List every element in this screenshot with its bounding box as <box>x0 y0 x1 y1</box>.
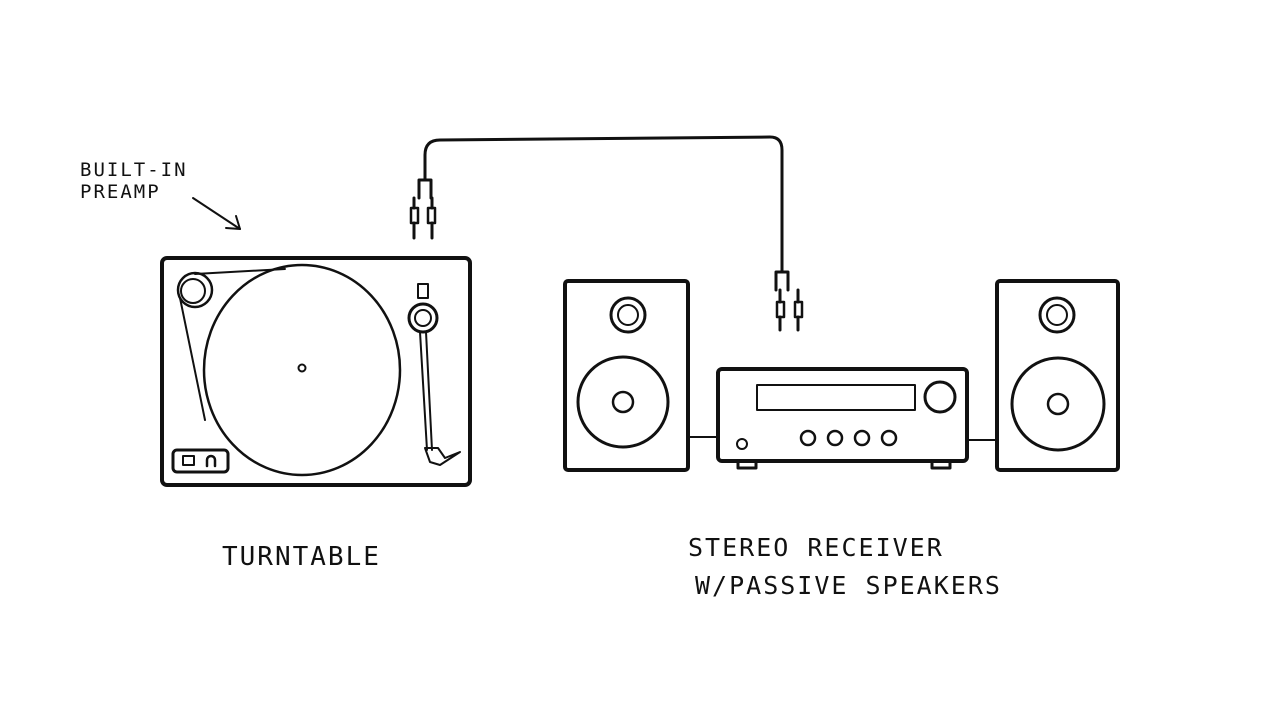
platter <box>202 263 402 477</box>
preamp-annotation-line1: BUILT-IN <box>80 159 188 181</box>
volume-knob <box>923 380 957 414</box>
stereo-receiver <box>716 367 969 470</box>
arrow-icon <box>192 197 241 230</box>
belt <box>179 268 286 421</box>
spindle <box>297 363 307 373</box>
rca-cable <box>409 135 804 332</box>
headshell <box>424 447 461 466</box>
preamp-annotation-line2: PREAMP <box>80 181 161 203</box>
display <box>756 384 916 411</box>
right-speaker <box>995 279 1120 472</box>
tonearm <box>407 283 461 466</box>
turntable <box>160 256 472 487</box>
turntable-label: TURNTABLE <box>222 542 381 572</box>
control-panel <box>171 448 230 474</box>
left-speaker <box>563 279 690 472</box>
receiver-label-line1: STEREO RECEIVER <box>688 533 944 562</box>
receiver-label-line2: W/PASSIVE SPEAKERS <box>695 571 1002 600</box>
speaker-wires <box>687 436 998 441</box>
